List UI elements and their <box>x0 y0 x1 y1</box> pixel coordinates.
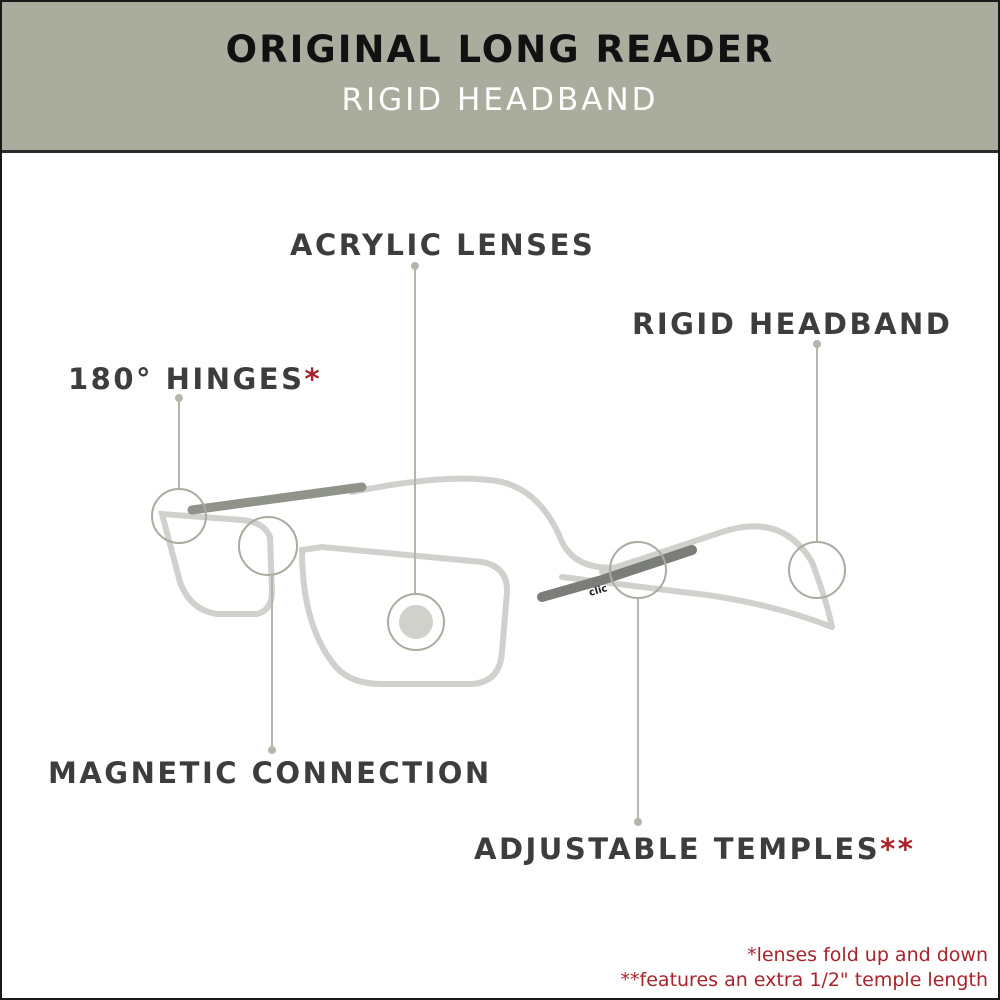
callout-label: MAGNETIC CONNECTION <box>48 756 492 790</box>
callout-label: ADJUSTABLE TEMPLES <box>474 832 881 866</box>
footnote-marker: * <box>304 362 323 396</box>
footnote-1: *lenses fold up and down <box>747 944 988 966</box>
callout-label: ACRYLIC LENSES <box>290 228 596 262</box>
temple-logo: clic <box>588 583 609 599</box>
leader-dots <box>175 262 821 826</box>
footnote-2: **features an extra 1/2" temple length <box>620 969 988 991</box>
callout-hinges: 180° HINGES* <box>68 362 322 396</box>
product-title: ORIGINAL LONG READER <box>225 28 775 71</box>
lens-marker-dot <box>399 605 433 639</box>
header-banner: ORIGINAL LONG READER RIGID HEADBAND <box>2 2 998 153</box>
callout-label: 180° HINGES <box>68 362 305 396</box>
product-subtitle: RIGID HEADBAND <box>341 82 659 118</box>
callout-acrylic-lenses: ACRYLIC LENSES <box>290 228 595 262</box>
footnote-marker: ** <box>880 832 916 866</box>
metal-temple-right <box>537 545 697 602</box>
callout-label: RIGID HEADBAND <box>632 307 953 341</box>
glasses-frame <box>158 475 835 687</box>
leader-lines <box>178 266 818 822</box>
callout-magnetic-connection: MAGNETIC CONNECTION <box>48 756 492 790</box>
callout-adjustable-temples: ADJUSTABLE TEMPLES** <box>474 832 915 866</box>
metal-temple-left <box>187 482 367 515</box>
callout-rigid-headband: RIGID HEADBAND <box>632 307 952 341</box>
